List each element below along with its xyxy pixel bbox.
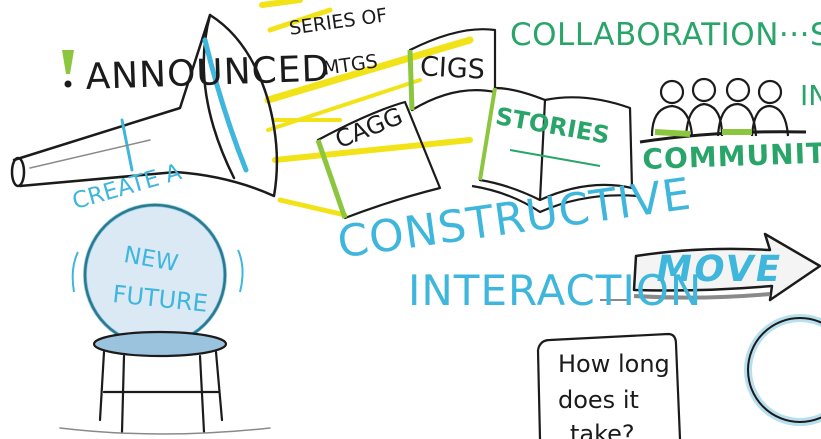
circle-partial-icon (744, 314, 821, 426)
book-icon (471, 86, 639, 214)
move-label: MOVE (652, 249, 786, 290)
cagg-card (315, 100, 442, 220)
move-arrow-icon (600, 232, 821, 302)
question-line-2: does it (558, 386, 639, 414)
interaction-label: INTERACTION (408, 266, 703, 315)
question-line-3: take? (570, 420, 635, 439)
community-label: COMMUNITY (641, 135, 821, 176)
collaboration-heading: COLLABORATION···SUC (510, 17, 821, 53)
community-suffix-label: IN (800, 79, 821, 112)
cigs-label: CIGS (419, 51, 486, 86)
question-card (536, 332, 682, 439)
community-icon (639, 77, 807, 144)
exclamation-icon (62, 50, 74, 88)
question-line-1: How long (558, 350, 670, 378)
announced-label: ANNOUNCED (84, 48, 331, 98)
stool-icon (59, 330, 271, 435)
yellow-rays (259, 0, 474, 218)
crystal-ball-icon (71, 203, 244, 347)
megaphone-icon (10, 13, 279, 198)
